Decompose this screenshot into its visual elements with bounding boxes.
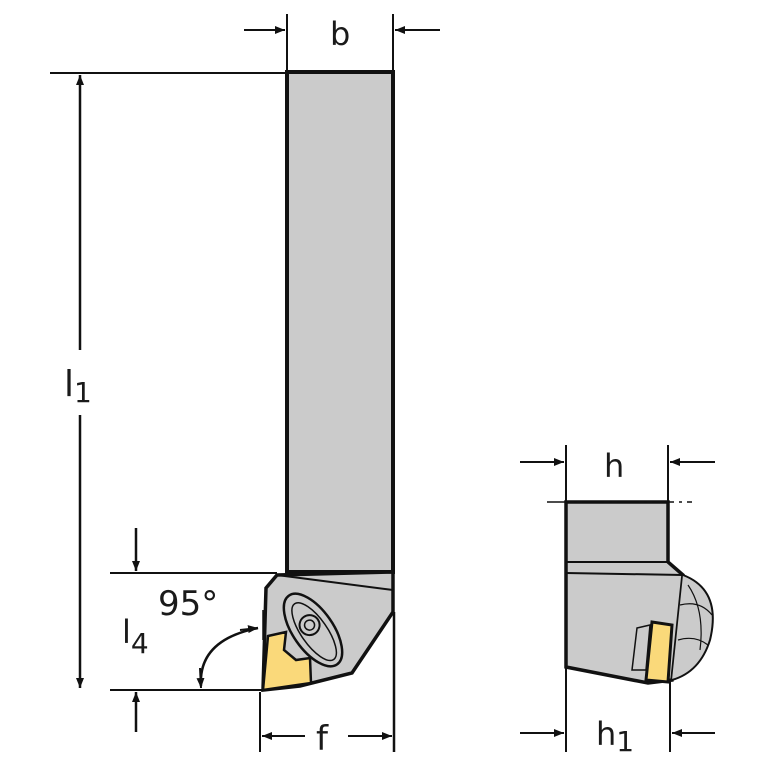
dim-label-b: b <box>330 15 350 53</box>
shank-body <box>285 70 395 574</box>
cutting-insert <box>261 630 313 692</box>
dim-label-h: h <box>604 447 624 485</box>
angle-label: 95° <box>158 584 218 624</box>
dim-label-l4: l4 <box>122 613 149 660</box>
dim-label-h1: h1 <box>596 715 634 758</box>
clamp-icon <box>282 592 344 668</box>
dim-label-l1: l1 <box>64 364 92 409</box>
end-view: h h1 <box>520 445 715 758</box>
end-view-insert <box>644 620 674 684</box>
dim-label-f: f <box>316 719 329 759</box>
top-view: b l1 l4 95° f <box>50 14 440 759</box>
